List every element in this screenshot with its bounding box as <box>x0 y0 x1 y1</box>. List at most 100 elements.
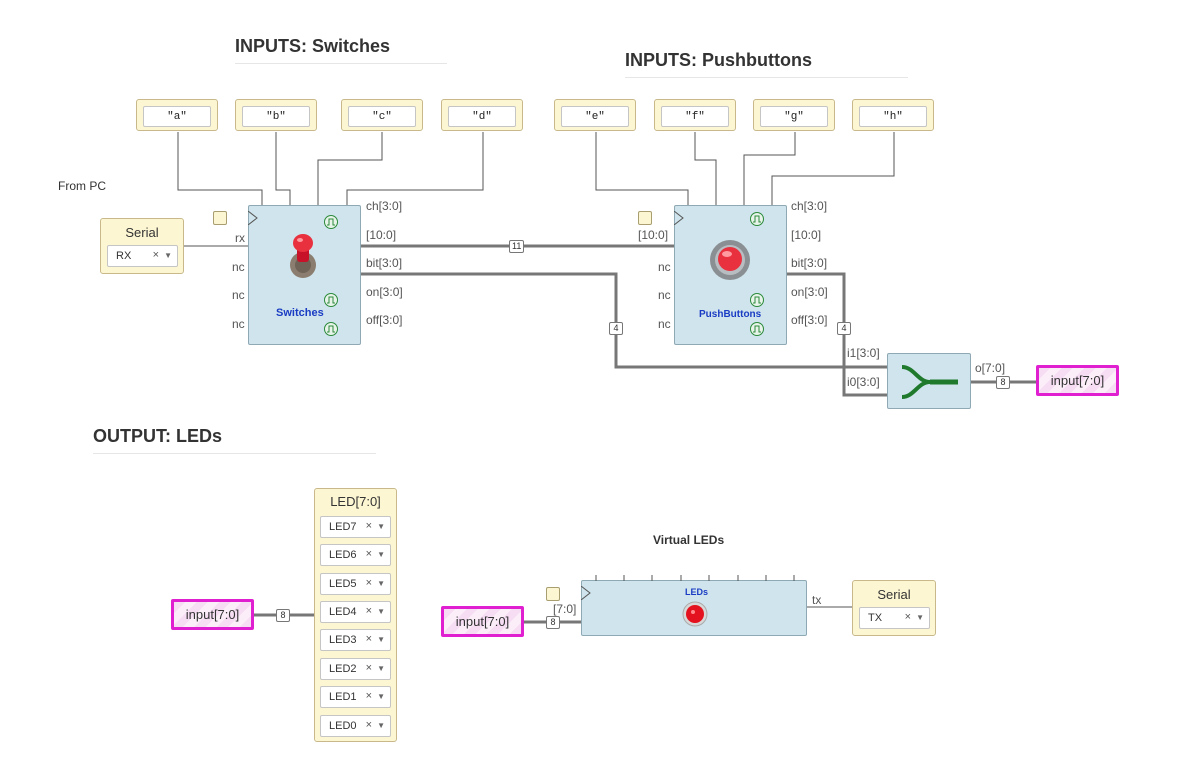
in-port-rx: rx <box>235 231 245 245</box>
out-port-on: on[3:0] <box>366 285 403 299</box>
led-select-value: LED0 <box>329 720 357 732</box>
constant-e[interactable]: "e" <box>554 99 636 131</box>
output-pin[interactable]: input[7:0] <box>1036 365 1119 396</box>
clear-icon[interactable]: × <box>365 548 372 560</box>
clear-icon[interactable]: × <box>365 633 372 645</box>
serial-rx-select[interactable]: RX × ▼ <box>107 245 178 267</box>
led-select-led4[interactable]: LED4 × ▼ <box>320 601 391 623</box>
out-port-bit: bit[3:0] <box>791 256 828 270</box>
wire-e <box>595 132 689 205</box>
toggle-switch-icon <box>290 234 316 278</box>
led-select-led7[interactable]: LED7 × ▼ <box>320 516 391 538</box>
pulse-icon <box>324 322 338 336</box>
constant-d[interactable]: "d" <box>441 99 523 131</box>
clear-icon[interactable]: × <box>365 662 372 674</box>
wire-c <box>317 132 383 205</box>
in-port-nc: nc <box>658 288 671 302</box>
chevron-down-icon[interactable]: ▼ <box>377 664 385 673</box>
virtual-leds-clock-input[interactable] <box>546 587 560 601</box>
in-port-10-0: [10:0] <box>638 228 669 242</box>
clear-icon[interactable]: × <box>152 249 159 261</box>
led-select-led5[interactable]: LED5 × ▼ <box>320 573 391 595</box>
clear-icon[interactable]: × <box>365 520 372 532</box>
led-select-led1[interactable]: LED1 × ▼ <box>320 686 391 708</box>
constant-f[interactable]: "f" <box>654 99 736 131</box>
pulse-icon <box>750 212 764 226</box>
chevron-down-icon[interactable]: ▼ <box>377 721 385 730</box>
clock-triangle-icon <box>248 211 258 225</box>
constant-e-field[interactable]: "e" <box>561 106 629 127</box>
vled-input-pin[interactable]: input[7:0] <box>441 606 524 637</box>
constant-h[interactable]: "h" <box>852 99 934 131</box>
constant-g[interactable]: "g" <box>753 99 835 131</box>
constant-c-field[interactable]: "c" <box>348 106 416 127</box>
clock-triangle-icon <box>581 586 591 600</box>
led-select-value: LED1 <box>329 691 357 703</box>
constant-c[interactable]: "c" <box>341 99 423 131</box>
serial-tx-title: Serial <box>877 587 911 602</box>
led-select-led2[interactable]: LED2 × ▼ <box>320 658 391 680</box>
in-port-i0: i0[3:0] <box>847 375 880 389</box>
in-port-nc: nc <box>232 288 245 302</box>
led-select-led0[interactable]: LED0 × ▼ <box>320 715 391 737</box>
chevron-down-icon[interactable]: ▼ <box>377 550 385 559</box>
constant-d-field[interactable]: "d" <box>448 106 516 127</box>
in-port-nc: nc <box>232 260 245 274</box>
clock-triangle-icon <box>674 211 684 225</box>
chevron-down-icon[interactable]: ▼ <box>377 692 385 701</box>
led-select-value: LED5 <box>329 578 357 590</box>
led-select-value: LED2 <box>329 663 357 675</box>
constant-a[interactable]: "a" <box>136 99 218 131</box>
clear-icon[interactable]: × <box>365 577 372 589</box>
wire-d <box>346 132 484 205</box>
led-input-pin[interactable]: input[7:0] <box>171 599 254 630</box>
out-port-tx: tx <box>812 593 822 607</box>
out-port-bit: bit[3:0] <box>366 256 403 270</box>
bus-width-label: 8 <box>996 376 1010 389</box>
constant-b[interactable]: "b" <box>235 99 317 131</box>
serial-rx-block[interactable]: Serial RX × ▼ <box>100 218 184 274</box>
clear-icon[interactable]: × <box>365 605 372 617</box>
chevron-down-icon[interactable]: ▼ <box>916 613 924 622</box>
chevron-down-icon[interactable]: ▼ <box>377 522 385 531</box>
pulse-icon <box>324 215 338 229</box>
pushbuttons-section-title: INPUTS: Pushbuttons <box>625 50 908 78</box>
join-icon <box>901 365 958 399</box>
join-block[interactable]: i1[3:0] i0[3:0] o[7:0] <box>847 346 1005 409</box>
bus-width-label: 4 <box>609 322 623 335</box>
constant-b-field[interactable]: "b" <box>242 106 310 127</box>
wire-a <box>177 132 263 205</box>
pushbuttons-clock-input[interactable] <box>638 211 652 225</box>
serial-tx-select[interactable]: TX × ▼ <box>859 607 930 629</box>
chevron-down-icon[interactable]: ▼ <box>377 607 385 616</box>
chevron-down-icon[interactable]: ▼ <box>377 579 385 588</box>
pulse-icon <box>750 293 764 307</box>
led-panel[interactable]: LED[7:0] LED7 × ▼ LED6 × ▼ LED5 × ▼ LED4… <box>314 488 397 742</box>
constant-h-field[interactable]: "h" <box>859 106 927 127</box>
in-port-nc: nc <box>232 317 245 331</box>
switches-block[interactable]: Switches rx nc nc nc ch[3:0] [10:0] bit[… <box>232 199 403 345</box>
in-port-7-0: [7:0] <box>553 602 577 616</box>
led-select-value: LED7 <box>329 521 357 533</box>
out-port-on: on[3:0] <box>791 285 828 299</box>
chevron-down-icon[interactable]: ▼ <box>377 635 385 644</box>
out-port-ch: ch[3:0] <box>791 199 828 213</box>
pulse-icon <box>750 322 764 336</box>
pushbuttons-block[interactable]: PushButtons [10:0] nc nc nc ch[3:0] [10:… <box>638 199 828 345</box>
clear-icon[interactable]: × <box>365 690 372 702</box>
clear-icon[interactable]: × <box>904 611 911 623</box>
led-select-led6[interactable]: LED6 × ▼ <box>320 544 391 566</box>
bus-width-label: 4 <box>837 322 851 335</box>
serial-tx-block[interactable]: Serial TX × ▼ <box>852 580 936 636</box>
bus-width-label: 11 <box>509 240 525 253</box>
from-pc-label: From PC <box>58 179 106 193</box>
constant-a-field[interactable]: "a" <box>143 106 211 127</box>
led-select-led3[interactable]: LED3 × ▼ <box>320 629 391 651</box>
chevron-down-icon[interactable]: ▼ <box>164 251 172 260</box>
virtual-leds-block[interactable]: LEDs [7:0] tx <box>553 575 821 636</box>
switches-clock-input[interactable] <box>213 211 227 225</box>
clear-icon[interactable]: × <box>365 719 372 731</box>
constant-g-field[interactable]: "g" <box>760 106 828 127</box>
bus-width-label: 8 <box>276 609 290 622</box>
constant-f-field[interactable]: "f" <box>661 106 729 127</box>
